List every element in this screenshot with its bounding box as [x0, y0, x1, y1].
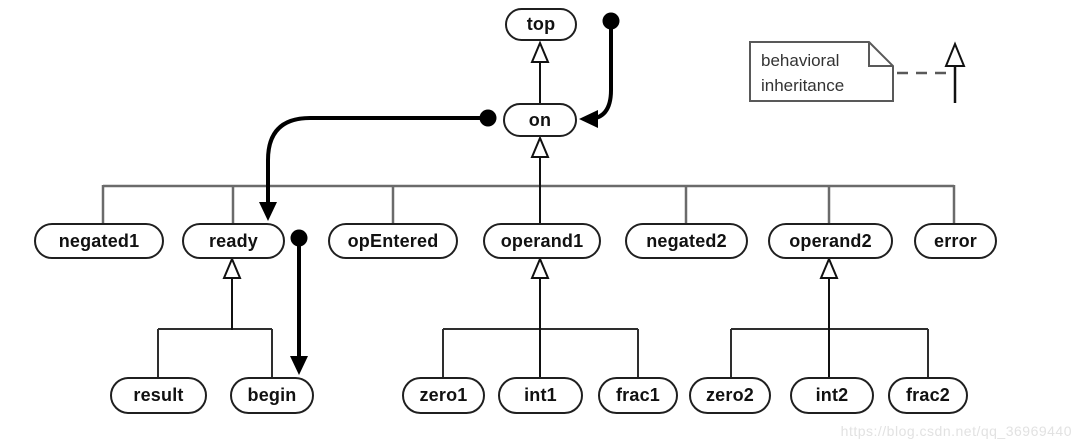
state-node-error: error — [914, 223, 997, 259]
state-node-operand1: operand1 — [483, 223, 601, 259]
state-node-on: on — [503, 103, 577, 137]
state-node-result: result — [110, 377, 207, 414]
state-node-negated1: negated1 — [34, 223, 164, 259]
legend-note-fold-icon — [868, 42, 893, 67]
inherit-triangle-operand1-icon — [530, 256, 550, 279]
transition-source-dot-icon — [479, 109, 497, 127]
state-node-frac1: frac1 — [598, 377, 678, 414]
state-node-operand2: operand2 — [768, 223, 893, 259]
state-node-ready: ready — [182, 223, 285, 259]
state-node-zero1: zero1 — [402, 377, 485, 414]
subtree-connectors — [157, 328, 929, 380]
watermark-url: https://blog.csdn.net/qq_36969440 — [840, 423, 1072, 439]
transition-source-dot-icon — [602, 12, 620, 30]
state-node-zero2: zero2 — [689, 377, 771, 414]
transition-arrowhead-ready-icon — [259, 202, 277, 221]
transition-curve-to-ready — [266, 116, 480, 203]
legend-note-shape — [749, 41, 894, 102]
state-node-begin: begin — [230, 377, 314, 414]
legend-note-text: behavioral inheritance — [761, 48, 886, 98]
inheritance-arrows — [222, 40, 839, 380]
state-node-top: top — [505, 8, 577, 41]
legend-symbol-triangle-icon — [944, 41, 966, 67]
inherit-triangle-on-icon — [530, 135, 550, 158]
inherit-triangle-ready-icon — [222, 256, 242, 279]
state-node-negated2: negated2 — [625, 223, 748, 259]
transition-arrows — [259, 12, 620, 375]
state-node-frac2: frac2 — [888, 377, 968, 414]
transition-curve-to-on — [584, 29, 613, 121]
inherit-triangle-operand2-icon — [819, 256, 839, 279]
legend-line-1: behavioral — [761, 51, 840, 70]
legend-note — [749, 41, 966, 103]
state-node-int1: int1 — [498, 377, 583, 414]
inherit-triangle-top-icon — [530, 40, 550, 63]
legend-line-2: inheritance — [761, 76, 845, 95]
tree-connectors — [101, 184, 956, 226]
transition-arrowhead-begin-icon — [290, 356, 308, 375]
transition-source-dot-icon — [290, 229, 308, 247]
state-node-int2: int2 — [790, 377, 874, 414]
state-node-opEntered: opEntered — [328, 223, 458, 259]
transition-arrowhead-on-icon — [579, 110, 598, 128]
